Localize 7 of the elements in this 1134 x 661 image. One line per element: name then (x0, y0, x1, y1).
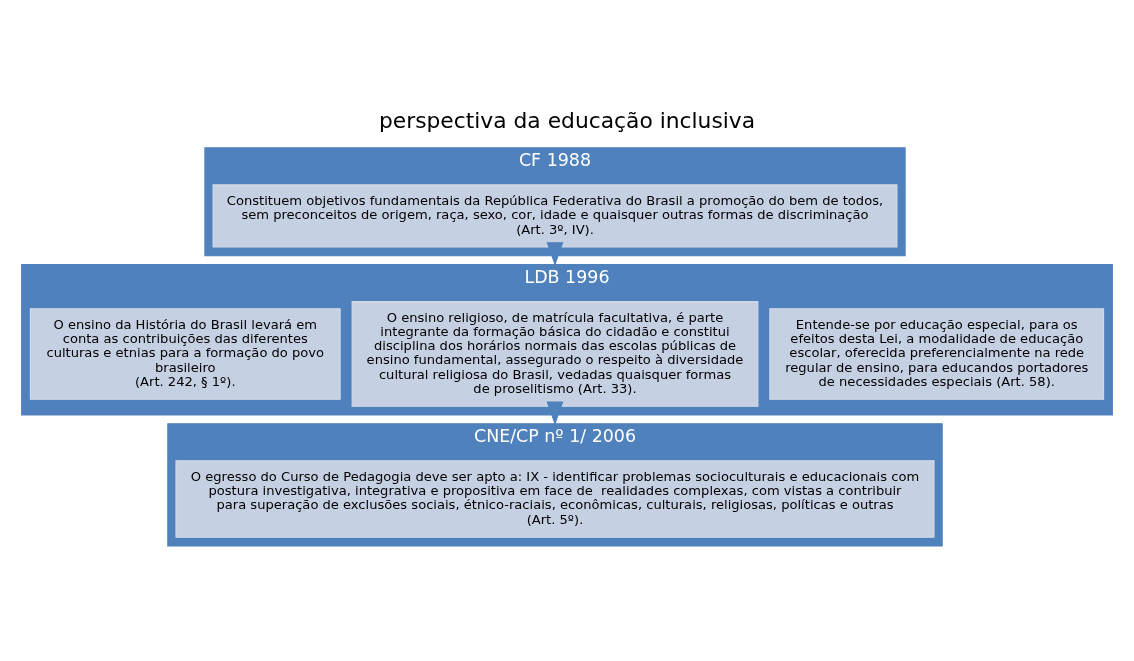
node-box: Constituem objetivos fundamentais da República Federativa do Brasil a promoção do bem de todos, sem preconceitos de origem, raça, sexo, cor, idade e quaisquer outras formas de discriminação (Art. 3º, IV). (212, 184, 898, 248)
node-box: O egresso do Curso de Pedagogia deve ser apto a: IX - identificar problemas socioculturais e educacionais com postura investigativa, integrativa e propositiva em face de realidades complexas, com vistas a contribuir para superação de exclusões sociais, étnico-raciais, econômicas, culturais, religiosas, políticas e outras (Art. 5º). (175, 460, 935, 538)
node-box: O ensino da História do Brasil levará em conta as contribuições das diferentes culturas e etnias para a formação do povo brasileiro (Art. 242, § 1º). (29, 308, 341, 400)
node-box: Entende-se por educação especial, para os efeitos desta Lei, a modalidade de educação escolar, oferecida preferencialmente na rede regular de ensino, para educandos portadores de necessidades especiais (Art. 58). (769, 308, 1105, 400)
arrow (546, 242, 564, 267)
diagram-title: perspectiva da educação inclusiva (378, 108, 756, 134)
node-box: O ensino religioso, de matrícula facultativa, é parte integrante da formação básica do cidadão e constitui disciplina dos horários normais das escolas públicas de ensino fundamental, assegurado o respeito à diversidade cultural religiosa do Brasil, vedadas quaisquer formas de proselitismo (Art. 33). (351, 301, 759, 407)
